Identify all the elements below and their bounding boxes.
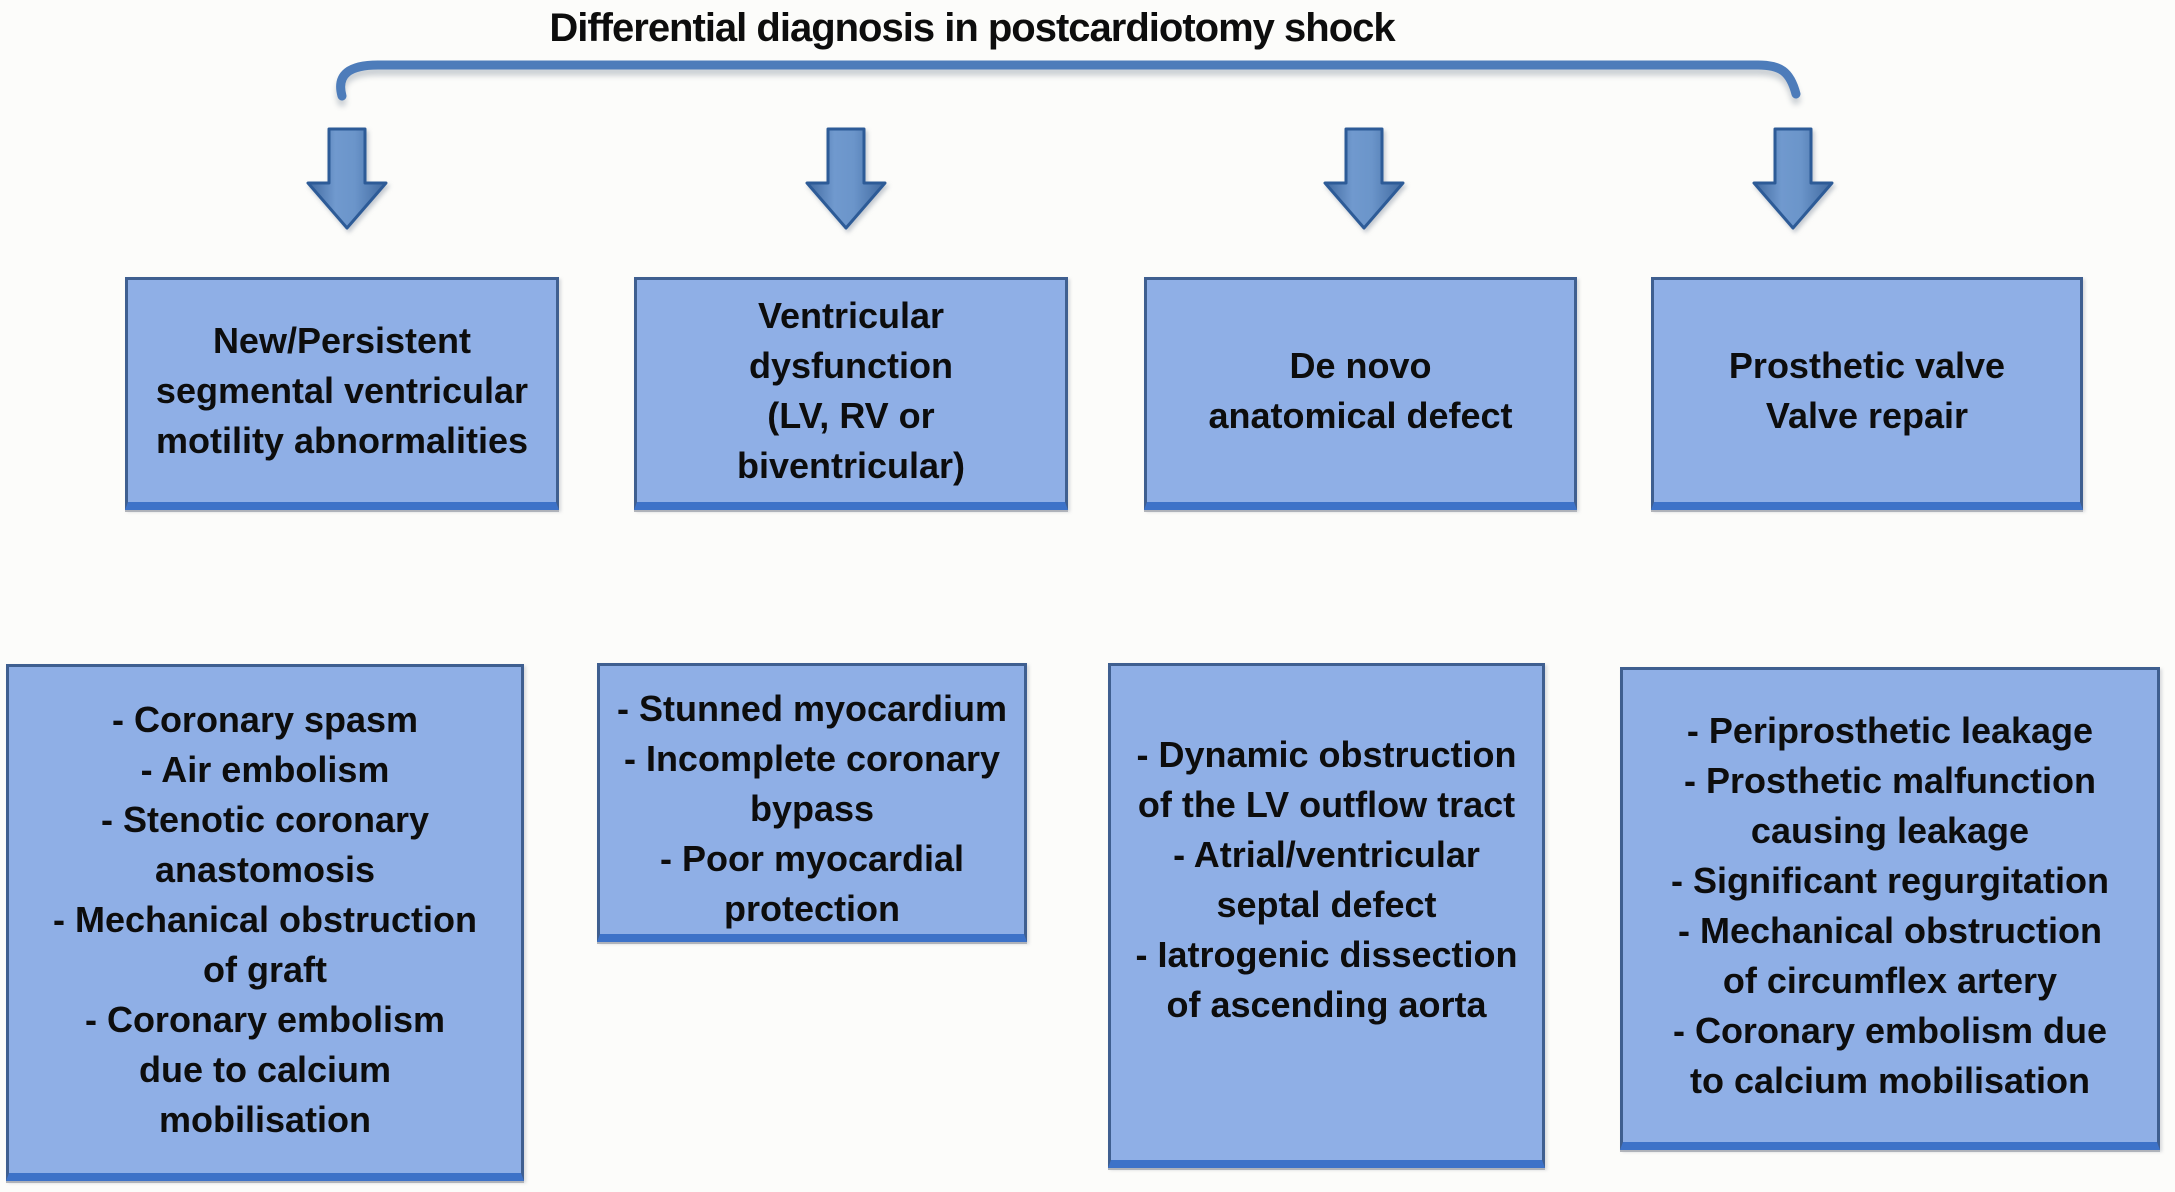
down-arrow-icon	[1323, 127, 1405, 230]
category-box-text: De novo anatomical defect	[1208, 345, 1513, 436]
category-box-ventricular-dysfunction: Ventricular dysfunction (LV, RV or biven…	[634, 277, 1068, 510]
causes-box-text: - Dynamic obstruction of the LV outflow …	[1135, 734, 1518, 1025]
down-arrow-icon	[1752, 127, 1834, 230]
category-box-anatomical-defect: De novo anatomical defect	[1144, 277, 1577, 510]
category-box-segmental-motility: New/Persistent segmental ventricular mot…	[125, 277, 559, 510]
causes-box-anatomical-defect: - Dynamic obstruction of the LV outflow …	[1108, 663, 1545, 1168]
diagram-title: Differential diagnosis in postcardiotomy…	[549, 6, 1395, 50]
category-box-text: Prosthetic valve Valve repair	[1728, 345, 2006, 436]
causes-box-prosthetic-valve: - Periprosthetic leakage - Prosthetic ma…	[1620, 667, 2160, 1150]
causes-box-segmental-motility: - Coronary spasm - Air embolism - Stenot…	[6, 664, 524, 1181]
down-arrow-icon	[306, 127, 388, 230]
down-arrow-icon	[805, 127, 887, 230]
causes-box-text: - Coronary spasm - Air embolism - Stenot…	[52, 699, 478, 1140]
causes-box-ventricular-dysfunction: - Stunned myocardium - Incomplete corona…	[597, 663, 1027, 942]
causes-box-text: - Periprosthetic leakage - Prosthetic ma…	[1671, 710, 2109, 1101]
span-brace-line	[336, 60, 1801, 101]
causes-box-text: - Stunned myocardium - Incomplete corona…	[616, 688, 1008, 929]
category-box-text: Ventricular dysfunction (LV, RV or biven…	[736, 295, 966, 486]
category-box-text: New/Persistent segmental ventricular mot…	[155, 320, 529, 461]
category-box-prosthetic-valve: Prosthetic valve Valve repair	[1651, 277, 2083, 510]
